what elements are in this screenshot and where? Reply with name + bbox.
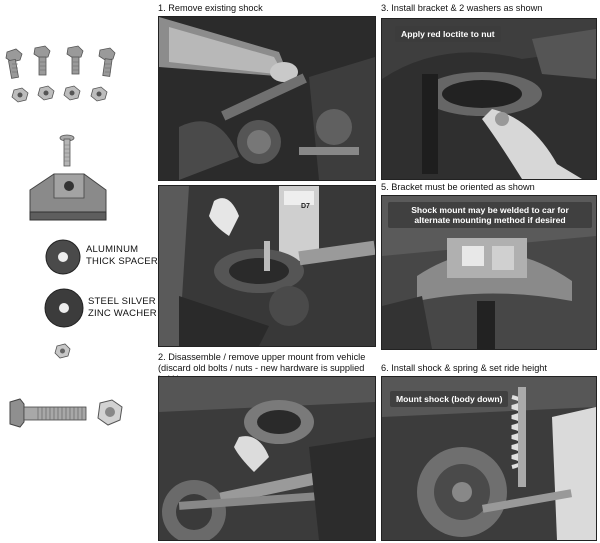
spacer-label-line2: THICK SPACER <box>86 256 158 267</box>
small-bolt-illustration <box>59 134 75 167</box>
spacer-label: ALUMINUM THICK SPACER <box>86 244 158 268</box>
large-nut-illustration <box>97 399 123 426</box>
step3-photo: Apply red loctite to nut <box>381 18 597 180</box>
shock-bracket-illustration <box>29 173 107 221</box>
step1-photo <box>158 16 376 181</box>
washer-label: STEEL SILVER ZINC WACHER <box>88 296 157 320</box>
mount-shock-note: Mount shock (body down) <box>390 391 509 407</box>
step1-caption: 1. Remove existing shock <box>158 3 263 13</box>
washer-label-line2: ZINC WACHER <box>88 308 157 319</box>
bolt-set-illustration <box>5 45 116 103</box>
shock-label: D7 <box>301 203 310 210</box>
step6-photo: Mount shock (body down) <box>381 376 597 541</box>
step5-caption: 5. Bracket must be oriented as shown <box>381 182 535 192</box>
step3-caption: 3. Install bracket & 2 washers as shown <box>381 3 543 13</box>
step2-photo <box>158 376 376 541</box>
weld-note: Shock mount may be welded to car for alt… <box>388 202 592 228</box>
step4-photo: D7 <box>158 185 376 347</box>
aluminum-spacer-illustration <box>45 239 81 275</box>
step6-caption: 6. Install shock & spring & set ride hei… <box>381 363 547 373</box>
washer-label-line1: STEEL SILVER <box>88 296 156 307</box>
step5-photo: Shock mount may be welded to car for alt… <box>381 195 597 350</box>
small-nut-illustration <box>54 343 71 359</box>
steel-washer-illustration <box>44 288 84 328</box>
loctite-note: Apply red loctite to nut <box>395 26 501 42</box>
large-bolt-illustration <box>9 398 87 428</box>
spacer-label-line1: ALUMINUM <box>86 244 139 255</box>
